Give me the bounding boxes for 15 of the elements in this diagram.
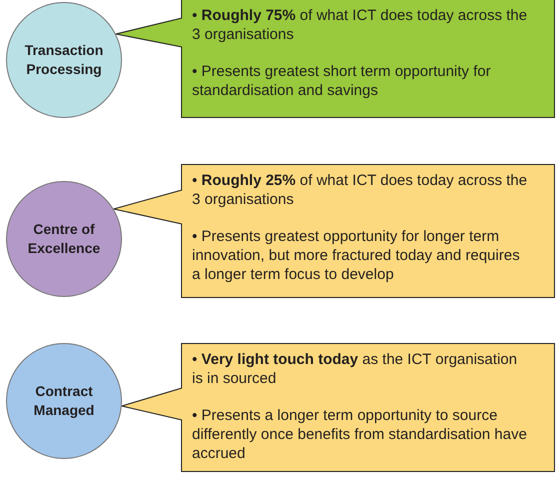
bullet-text: • Presents a longer term opportunity to source differently once benefits from standardisation have accrued — [192, 406, 528, 463]
bullet-text: • Roughly 75% of what ICT does today across the 3 organisations — [192, 6, 528, 44]
bullet-text: • Presents greatest opportunity for longer term innovation, but more fractured today and requires a longer term focus to develop — [192, 227, 521, 284]
callout-pointer — [121, 388, 182, 420]
bullet-text: • Presents greatest short term opportunity for standardisation and savings — [192, 62, 492, 100]
callout-box — [181, 343, 555, 472]
bullet-text: • Roughly 25% of what ICT does today across the 3 organisations — [192, 171, 528, 209]
bullet-text: • Very light touch today as the ICT organisation is in sourced — [192, 350, 518, 388]
topic-title: Transaction Processing — [24, 41, 104, 79]
topic-title: Contract Managed — [32, 382, 96, 420]
callout-box — [181, 0, 555, 118]
callout-pointer — [113, 190, 182, 224]
callout-pointer — [115, 18, 182, 48]
callout-box — [181, 164, 555, 298]
topic-title: Centre of Excellence — [26, 220, 102, 258]
